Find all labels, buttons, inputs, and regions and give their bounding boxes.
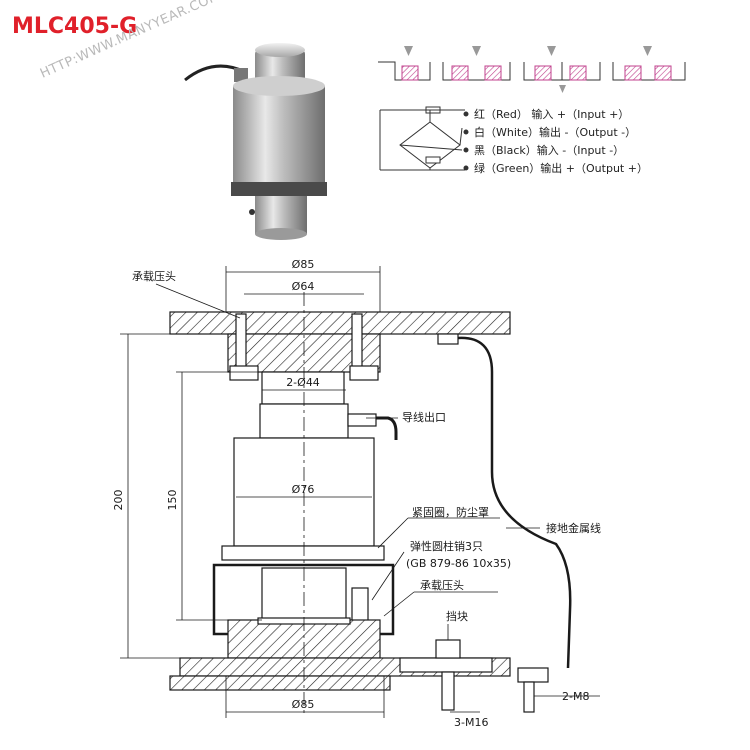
installation-drawing — [120, 266, 600, 718]
dim-200: 200 — [112, 490, 125, 511]
dim-d44: 2-Ø44 — [286, 376, 320, 389]
wire-black-label: 黑（Black）输入 -（Input -） — [474, 143, 624, 157]
label-clamp: 紧固圈，防尘罩 — [412, 505, 489, 519]
dim-d85-bottom: Ø85 — [292, 698, 315, 711]
dim-d85-top: Ø85 — [292, 258, 315, 271]
loading-icon-3 — [523, 46, 601, 93]
dim-2m8: 2-M8 — [562, 690, 589, 703]
label-stopper: 挡块 — [446, 609, 468, 623]
label-pin-line1: 弹性圆柱销3只 — [410, 539, 483, 553]
wiring-legend: 红（Red） 输入 +（Input +） 白（White）输出 -（Output… — [474, 107, 648, 175]
label-head-bottom: 承载压头 — [420, 579, 464, 592]
dim-150: 150 — [166, 490, 179, 511]
loading-icon-2 — [442, 46, 511, 81]
dim-d76: Ø76 — [292, 483, 315, 496]
product-title: MLC405-G — [12, 14, 138, 39]
wire-red-label: 红（Red） 输入 +（Input +） — [474, 107, 629, 121]
label-cable-exit: 导线出口 — [402, 410, 446, 424]
part-labels: 承载压头 导线出口 紧固圈，防尘罩 弹性圆柱销3只 (GB 879-86 10x… — [132, 270, 601, 623]
loading-icon-1 — [378, 46, 431, 81]
label-head-top: 承载压头 — [132, 270, 176, 283]
wheatstone-bridge — [379, 106, 469, 171]
label-pin-line2: (GB 879-86 10x35) — [406, 557, 511, 570]
loading-icon-4 — [612, 46, 686, 81]
load-cell-photo — [184, 43, 327, 240]
loading-diagram-icons — [378, 46, 686, 93]
label-ground: 接地金属线 — [546, 521, 601, 535]
wire-green-label: 绿（Green）输出 +（Output +） — [474, 161, 648, 175]
dim-3m16: 3-M16 — [454, 716, 488, 729]
wire-white-label: 白（White）输出 -（Output -） — [474, 125, 636, 139]
dimension-labels: Ø85 Ø64 2-Ø44 Ø76 Ø85 200 150 3-M16 2-M8 — [112, 258, 589, 729]
dim-d64: Ø64 — [292, 280, 315, 293]
